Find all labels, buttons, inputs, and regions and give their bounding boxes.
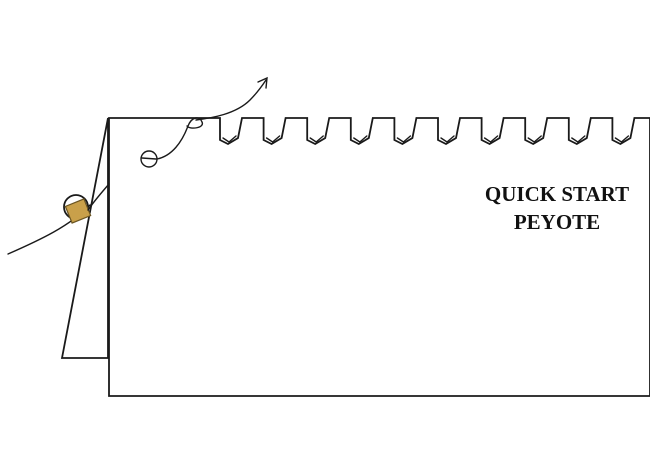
diagram-title-line1: QUICK START: [485, 182, 629, 206]
diagram-title-line2: PEYOTE: [514, 210, 600, 234]
stop-bead-icon: [64, 198, 92, 224]
notch-bead-shadow: [353, 135, 368, 143]
notch-bead-shadow: [614, 135, 630, 143]
folded-card-back: [60, 117, 109, 359]
notch-bead-shadow: [483, 135, 499, 143]
notch-bead-shadow: [440, 135, 455, 143]
notch-bead-shadow: [527, 135, 542, 143]
thread-arrow-icon: [257, 76, 268, 89]
notch-bead-shadow: [265, 135, 281, 143]
notch-bead-shadow: [571, 135, 586, 143]
notch-bead-shadow: [396, 135, 412, 143]
main-card: [108, 117, 650, 397]
thread-exit-curve: [195, 79, 267, 121]
thread-path-curve: [156, 117, 204, 160]
notch-bead-shadow: [309, 135, 324, 143]
notch-bead-shadow: [222, 135, 237, 143]
thread-over-card: [87, 183, 110, 211]
